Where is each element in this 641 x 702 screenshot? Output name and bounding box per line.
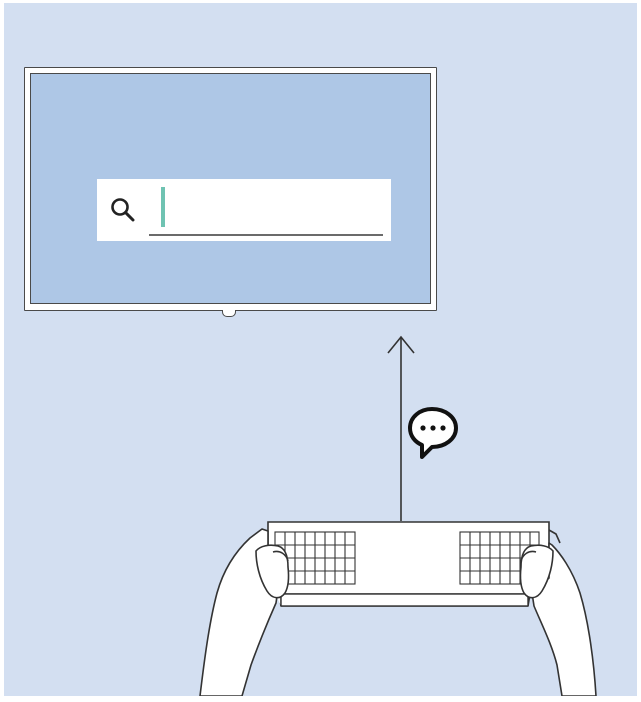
left-hand: [200, 529, 289, 696]
remote-illustration: [4, 3, 637, 696]
right-hand: [520, 530, 596, 696]
voice-chat-bubble-icon: [410, 409, 456, 457]
illustration-background: [4, 3, 637, 696]
keyboard-remote: [268, 522, 549, 606]
